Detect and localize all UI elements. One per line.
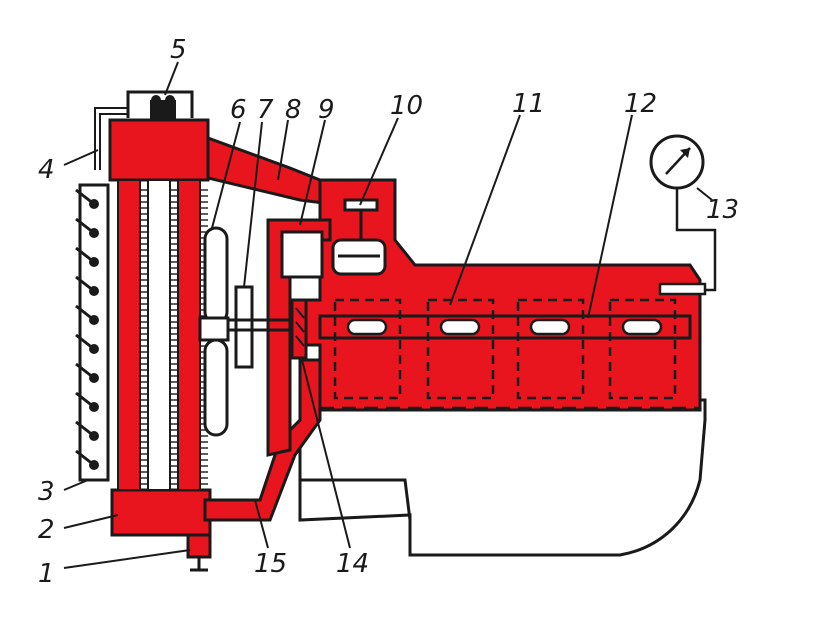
shutter-blade [75, 275, 99, 296]
cylinders [333, 298, 677, 400]
shutter-blade [75, 246, 99, 267]
label-7: 7 [257, 95, 274, 125]
coolant-ports [346, 318, 663, 336]
label-14: 14 [336, 549, 369, 579]
bypass-window [280, 230, 324, 279]
pressure-gauge-icon [649, 134, 717, 292]
cooling-fan [198, 226, 230, 437]
engine-sump [298, 398, 707, 557]
shutter-blade [75, 304, 99, 325]
radiator-core [117, 179, 208, 491]
label-13: 13 [706, 195, 739, 225]
label-6: 6 [230, 95, 247, 125]
distribution-tube [318, 314, 692, 340]
label-11: 11 [512, 89, 545, 119]
label-8: 8 [285, 95, 302, 125]
shutter-blade [75, 391, 99, 412]
label-5: 5 [170, 35, 187, 65]
temperature-sensor [658, 282, 707, 296]
shutter-blade [75, 217, 99, 238]
radiator-shutter [75, 183, 110, 482]
fan-pulley [228, 285, 300, 369]
drain-tap [186, 533, 212, 572]
label-3: 3 [38, 477, 55, 507]
label-12: 12 [624, 89, 657, 119]
shutter-blade [75, 362, 99, 383]
shutter-blade [75, 449, 99, 470]
leader-lines [63, 61, 713, 569]
shutter-blade [75, 420, 99, 441]
shutter-blade [75, 333, 99, 354]
water-pump-impeller [290, 298, 308, 360]
label-9: 9 [318, 95, 335, 125]
label-1: 1 [38, 559, 55, 589]
label-15: 15 [254, 549, 287, 579]
label-2: 2 [38, 515, 55, 545]
shutter-blade [75, 188, 99, 209]
thermostat [331, 198, 387, 276]
label-10: 10 [390, 91, 423, 121]
label-4: 4 [38, 155, 55, 185]
radiator-cap [126, 90, 194, 120]
callout-labels: 1 2 3 4 5 6 7 8 9 10 11 12 13 14 15 [38, 35, 739, 589]
